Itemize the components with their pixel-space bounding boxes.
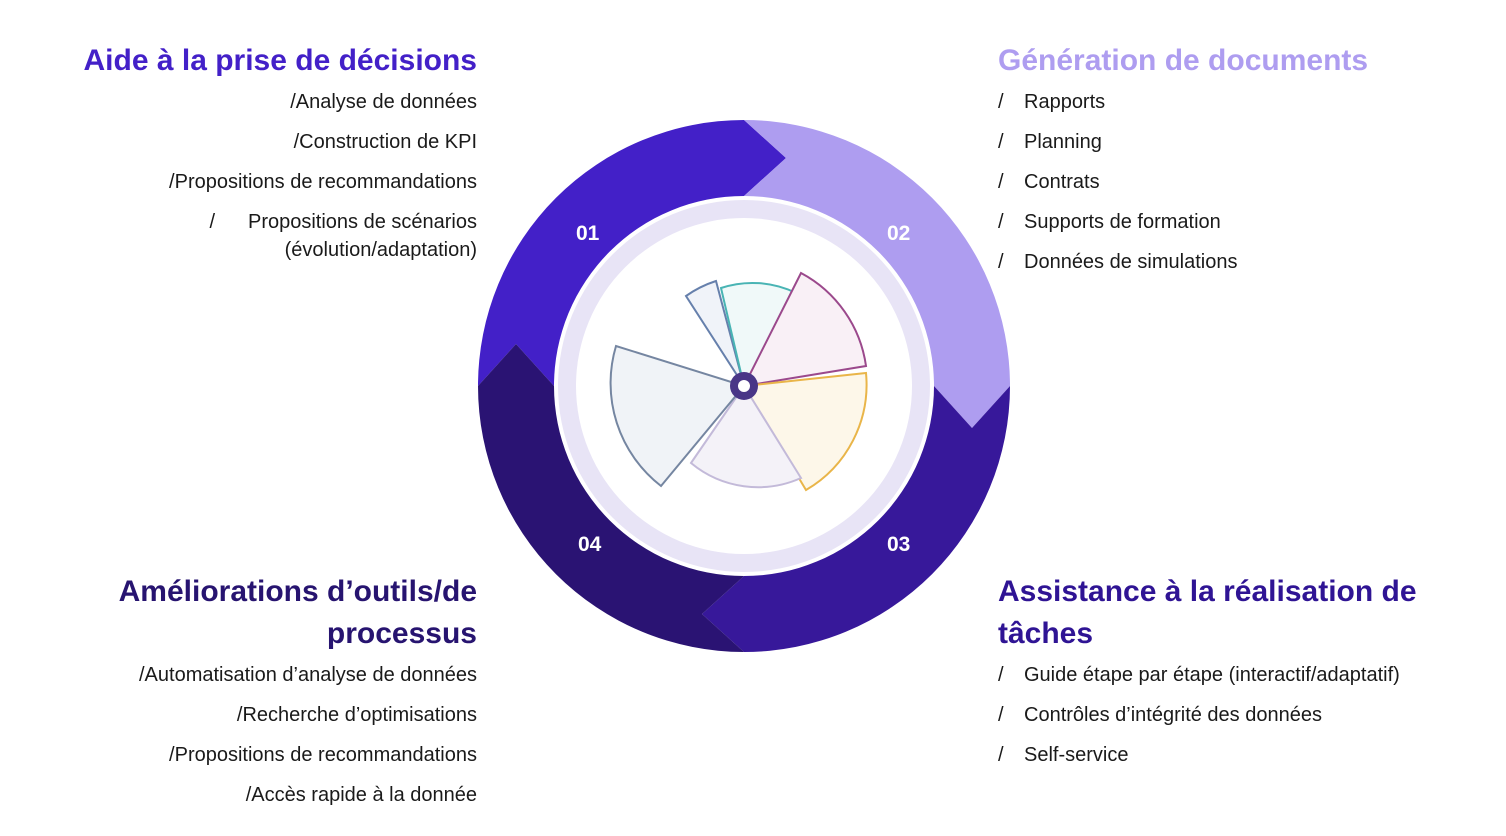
list-item: /Contrôles d’intégrité des données <box>998 701 1488 729</box>
quadrant-4-arc <box>478 344 744 652</box>
slash-icon: / <box>998 171 1004 193</box>
quadrant-4-title: Améliorations d’outils/de processus <box>118 575 477 650</box>
quadrant-4-number: 04 <box>578 533 602 556</box>
slash-icon: / <box>998 664 1004 686</box>
list-item: /Propositions de recommandations <box>30 168 477 196</box>
quadrant-1-number: 01 <box>576 222 600 245</box>
list-item: /Propositions de recommandations <box>30 741 477 769</box>
quadrant-4-block: Améliorations d’outils/de processus /Aut… <box>30 571 477 821</box>
quadrant-1-block: Aide à la prise de décisions /Analyse de… <box>30 40 478 276</box>
inner-wheel-illustration <box>609 271 868 492</box>
list-item: /Planning <box>998 128 1468 156</box>
list-item: /Automatisation d’analyse de données <box>30 661 477 689</box>
quadrant-2-arc <box>744 120 1010 428</box>
slash-icon: / <box>998 704 1004 726</box>
cycle-wheel: 01 02 03 04 <box>478 120 1010 652</box>
slash-icon: / <box>169 744 175 766</box>
quadrant-1-arc <box>478 120 786 386</box>
quadrant-3-title: Assistance à la réalisation de tâches <box>998 575 1417 650</box>
quadrant-3-list: /Guide étape par étape (interactif/adapt… <box>998 661 1488 769</box>
slash-icon: / <box>169 171 175 193</box>
slash-icon: / <box>998 211 1004 233</box>
list-item: /Contrats <box>998 168 1468 196</box>
list-item: /Rapports <box>998 88 1468 116</box>
slash-icon: / <box>293 131 300 153</box>
quadrant-3-arc <box>702 386 1010 652</box>
list-item: /Données de simulations <box>998 248 1468 276</box>
slash-icon: / <box>236 704 243 726</box>
quadrant-2-title: Génération de documents <box>998 44 1369 77</box>
list-item: /Analyse de données <box>30 88 477 116</box>
quadrant-4-list: /Automatisation d’analyse de données /Re… <box>30 661 477 809</box>
list-item: /Recherche d’optimisations <box>30 701 477 729</box>
list-item: /Self-service <box>998 741 1488 769</box>
list-item: /Construction de KPI <box>30 128 477 156</box>
list-item: /Propositions de scénarios (évolution/ad… <box>30 208 477 264</box>
quadrant-1-title: Aide à la prise de décisions <box>83 44 478 77</box>
slash-icon: / <box>245 784 252 806</box>
list-item: /Supports de formation <box>998 208 1468 236</box>
quadrant-1-list: /Analyse de données /Construction de KPI… <box>30 88 477 264</box>
quadrant-3-number: 03 <box>887 533 910 556</box>
slash-icon: / <box>209 211 215 233</box>
quadrant-2-list: /Rapports /Planning /Contrats /Supports … <box>998 88 1468 276</box>
slash-icon: / <box>998 744 1004 766</box>
quadrant-3-block: Assistance à la réalisation de tâches /G… <box>998 571 1488 781</box>
slash-icon: / <box>998 131 1004 153</box>
list-item: /Accès rapide à la donnée <box>30 781 477 809</box>
slash-icon: / <box>290 91 296 113</box>
slash-icon: / <box>998 251 1004 273</box>
slash-icon: / <box>998 91 1004 113</box>
slash-icon: / <box>138 664 145 686</box>
list-item: /Guide étape par étape (interactif/adapt… <box>998 661 1488 689</box>
quadrant-2-block: Génération de documents /Rapports /Plann… <box>998 40 1468 288</box>
quadrant-2-number: 02 <box>887 222 910 245</box>
